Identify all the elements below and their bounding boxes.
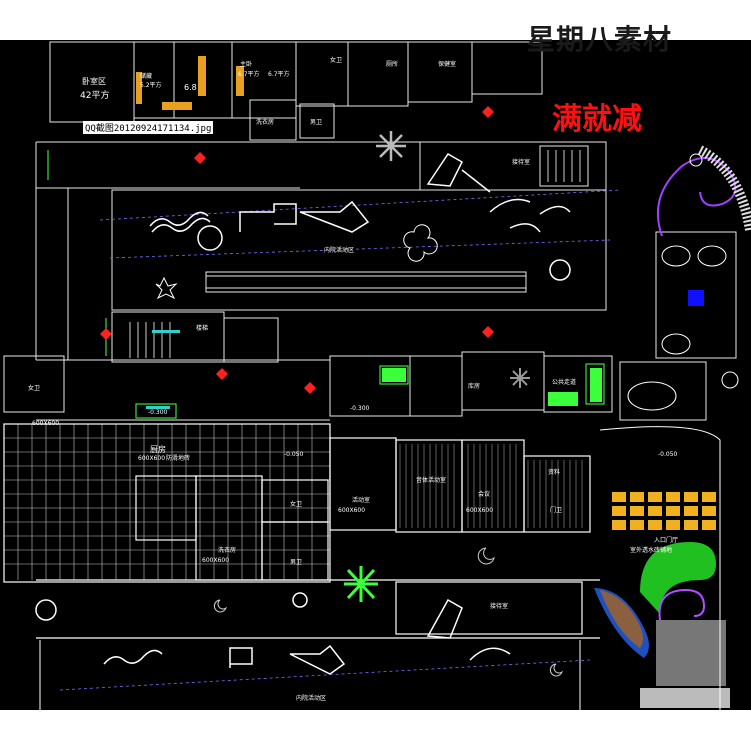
playground-equipment	[149, 153, 571, 281]
room-area-storeroom: 5.2平方	[140, 82, 162, 89]
kitchen-tile-grid	[4, 424, 330, 580]
entrance-garden	[594, 542, 730, 708]
room-label-men-lower: 男卫	[290, 559, 303, 566]
room-area-67b: 6.7平方	[268, 71, 290, 78]
room-label-bedroom: 卧室区	[82, 77, 106, 86]
tile-size-hall: 600X600	[338, 507, 366, 514]
room-area-67a: 6.7平方	[238, 71, 260, 78]
upper-walls	[3, 41, 737, 421]
room-label-stair: 楼梯	[196, 325, 209, 332]
room-area-bedroom: 42平方	[80, 91, 110, 101]
lower-boundary-lines	[59, 659, 591, 691]
room-label-kitchen: 厨房	[150, 445, 166, 454]
room-label-women: 女卫	[330, 57, 343, 64]
room-label-women2: 女卫	[28, 385, 41, 392]
decorative-flowers	[155, 224, 438, 300]
entrance-paving-note: 室外透水砖铺地	[630, 547, 673, 554]
room-label-men: 男卫	[310, 119, 323, 126]
star-ornament	[376, 131, 406, 161]
room-label-reception: 接待室	[512, 159, 531, 166]
promo-watermark: 满就减	[552, 102, 642, 137]
tile-size-wash: 600X600	[202, 557, 230, 564]
elevation-b: -0.300	[148, 409, 168, 416]
upper-green-outlines	[47, 150, 605, 419]
room-label-women-lower: 女卫	[290, 501, 303, 508]
elevation-a: -0.300	[350, 405, 370, 412]
kitchen-counters	[136, 56, 244, 110]
kitchen-floor-note: 防滑地砖	[166, 455, 191, 462]
stair-treads	[129, 150, 581, 358]
room-label-hall: 活动室	[352, 497, 371, 504]
room-label-gate: 门卫	[550, 507, 563, 514]
green-flower-ornament	[344, 566, 378, 602]
room-label-music: 音体活动室	[416, 477, 447, 484]
spiral-garden	[627, 145, 751, 411]
small-star-ornament	[510, 368, 530, 388]
exit-markers	[100, 106, 494, 394]
room-label-reception-lower: 接待室	[490, 603, 509, 610]
tile-size-kitchen: 600X600	[138, 455, 166, 462]
room-label-wash: 洗衣房	[256, 119, 275, 126]
lower-walls	[3, 423, 600, 639]
entrance-pavers	[612, 492, 716, 530]
room-label-wash-room: 洗衣房	[218, 547, 237, 554]
upper-green-fills	[382, 368, 602, 406]
elevation-markers	[146, 330, 180, 409]
elevation-right: -0.050	[658, 451, 678, 458]
room-label-playground: 内院活动区	[324, 247, 355, 254]
room-area-68: 6.8	[184, 83, 197, 92]
screenshot-filename-caption: QQ截图20120924171134.jpg	[83, 121, 214, 134]
room-label-storeroom: 储藏	[140, 73, 153, 80]
room-label-store2: 库房	[468, 383, 481, 390]
room-label-entrance: 入口门厅	[654, 537, 679, 544]
room-label-meeting: 会议	[478, 491, 491, 498]
room-label-master: 主卧	[240, 61, 253, 68]
tile-size-top: 600X600	[32, 420, 60, 427]
boundary-lines	[99, 189, 621, 259]
brand-watermark: 星期八素材	[527, 23, 673, 56]
elevation-left: -0.050	[284, 451, 304, 458]
room-label-office: 资料	[548, 469, 561, 476]
room-label-staff: 保健室	[438, 61, 457, 68]
upper-floor-plan	[0, 40, 751, 420]
hatched-floor	[399, 444, 583, 528]
room-label-corridor: 公共走道	[552, 379, 577, 386]
lower-corridor-walls	[39, 426, 721, 710]
room-label-corridor-lower: 内院活动区	[296, 695, 327, 702]
tile-size-music: 600X600	[466, 507, 494, 514]
lower-playground-equipment	[35, 592, 511, 675]
moon-ornaments	[213, 547, 564, 677]
room-label-toilet: 厕所	[386, 61, 399, 68]
